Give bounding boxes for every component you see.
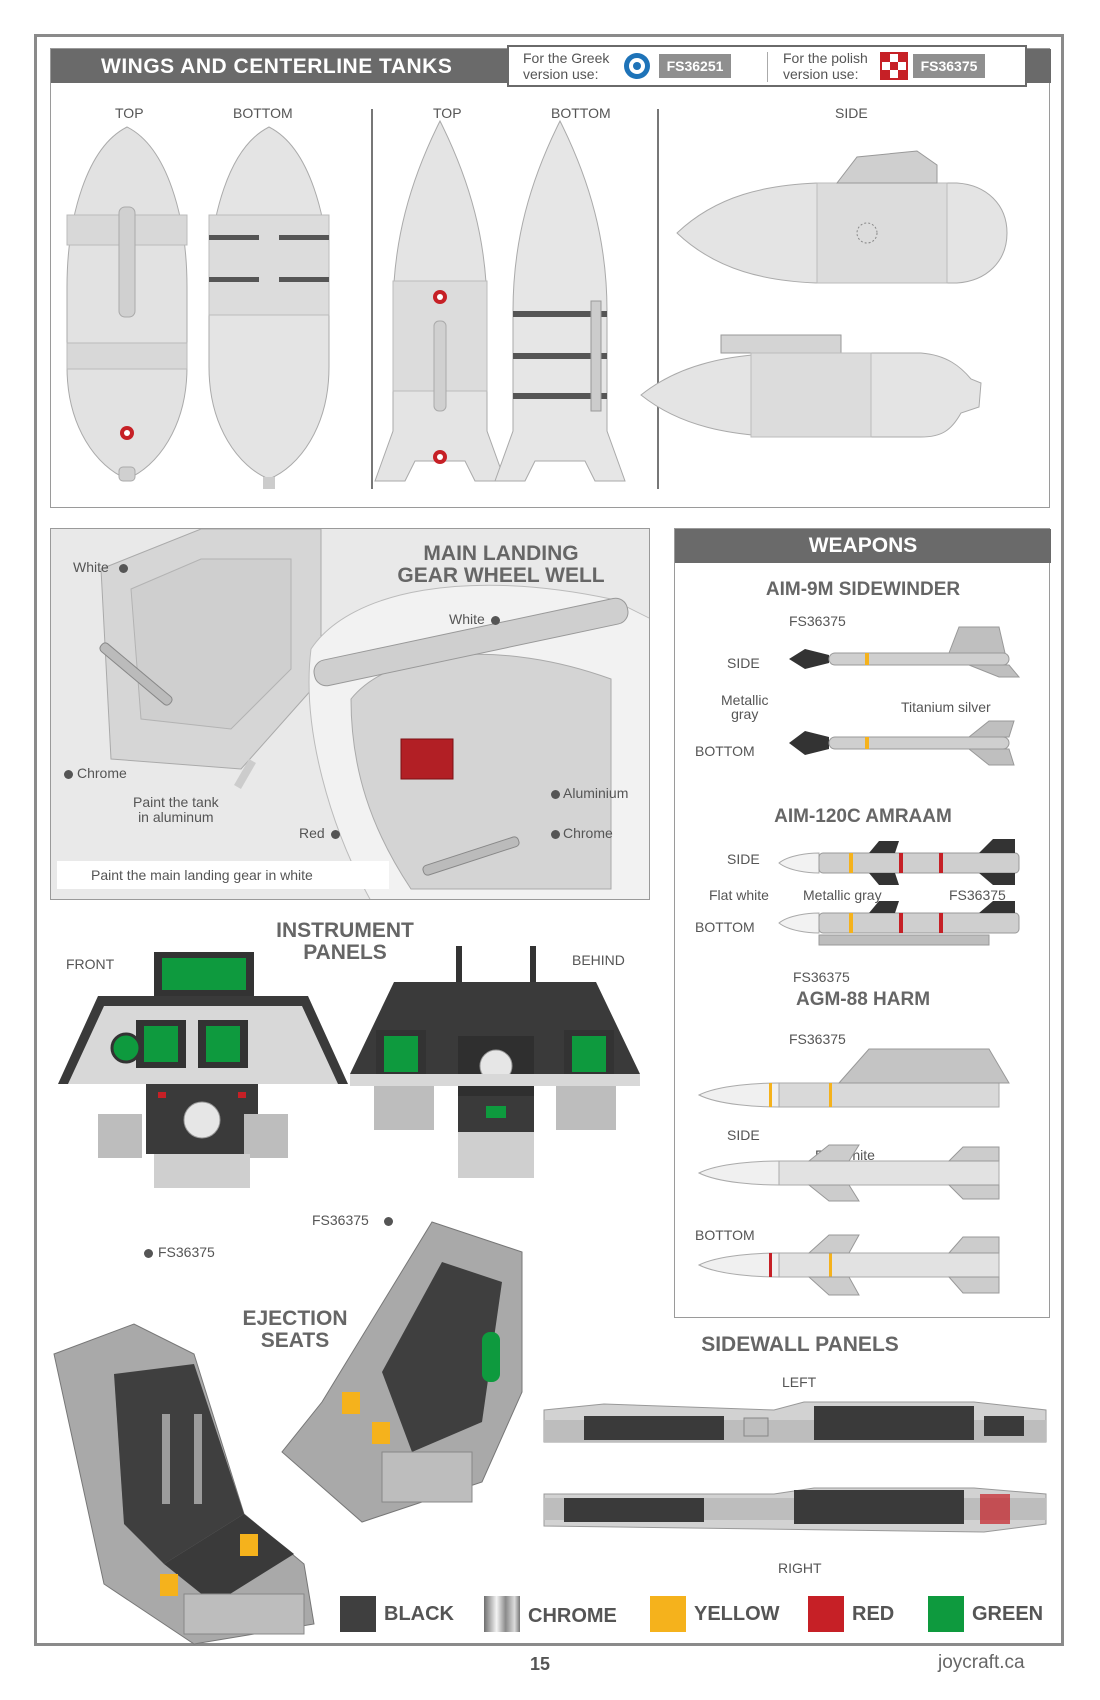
sidewall-right-label: RIGHT xyxy=(778,1560,822,1576)
view-label-bottom-2: BOTTOM xyxy=(551,105,611,121)
instrument-fs-left: FS36375 xyxy=(158,1244,215,1260)
callout-chrome-1: Chrome xyxy=(77,765,127,781)
centerline-tank-top xyxy=(374,119,506,482)
wing-tank-bottom xyxy=(208,126,330,489)
amraam-side-label: SIDE xyxy=(727,851,760,867)
sidewinder-side-view xyxy=(789,626,1021,678)
amraam-title: AIM-120C AMRAAM xyxy=(774,806,952,827)
centerline-tank-bottom xyxy=(494,119,626,482)
legend-swatch-chrome xyxy=(484,1596,520,1632)
weapons-panel: WEAPONS AIM-9M SIDEWINDER FS36375 SIDE M… xyxy=(674,528,1051,1318)
instrument-panel-front xyxy=(58,952,348,1188)
weapons-title: WEAPONS xyxy=(675,529,1051,563)
sidewinder-title: AIM-9M SIDEWINDER xyxy=(765,579,961,600)
callout-white-1: White xyxy=(73,559,109,575)
ejection-seat-rear xyxy=(281,1221,523,1523)
instrument-behind-label: BEHIND xyxy=(572,952,625,968)
amraam-metallic: Metallic gray xyxy=(803,887,882,903)
sidewinder-titanium: Titanium silver xyxy=(901,699,991,715)
view-label-top-2: TOP xyxy=(433,105,462,121)
harm-side-body-view xyxy=(697,1144,1000,1202)
tanks-panel: WINGS AND CENTERLINE TANKS For the Greek… xyxy=(50,45,1051,508)
view-label-side: SIDE xyxy=(835,105,868,121)
amraam-bottom-label: BOTTOM xyxy=(695,919,755,935)
greek-roundel-icon xyxy=(624,53,650,79)
amraam-flat-white: Flat white xyxy=(709,887,769,903)
site-url: joycraft.ca xyxy=(938,1652,1025,1673)
legend-label-yellow: YELLOW xyxy=(694,1603,780,1625)
landing-gear-note: Paint the main landing gear in white xyxy=(57,861,389,889)
callout-white-2: White xyxy=(449,611,485,627)
greek-fs-chip: FS36251 xyxy=(659,54,731,78)
amraam-bottom-view xyxy=(778,901,1020,946)
view-label-top-1: TOP xyxy=(115,105,144,121)
amraam-fs-b: FS36375 xyxy=(793,969,850,985)
harm-bottom-label: BOTTOM xyxy=(695,1227,755,1243)
legend-swatch-yellow xyxy=(650,1596,686,1632)
callout-red: Red xyxy=(299,825,325,841)
amraam-side-view xyxy=(778,839,1020,885)
sidewall-left-label: LEFT xyxy=(782,1374,817,1390)
harm-side-label: SIDE xyxy=(727,1127,760,1143)
sidewinder-side-label: SIDE xyxy=(727,655,760,671)
view-label-bottom-1: BOTTOM xyxy=(233,105,293,121)
legend-label-chrome: CHROME xyxy=(528,1605,617,1627)
harm-fs: FS36375 xyxy=(789,1031,846,1047)
wing-tank-top xyxy=(66,126,188,482)
ejection-seat-front xyxy=(53,1323,315,1645)
wheel-well-illustration xyxy=(51,529,649,899)
page-number: 15 xyxy=(530,1654,551,1674)
instrument-panel-behind xyxy=(350,946,640,1178)
legend-swatch-black xyxy=(340,1596,376,1632)
legend-swatch-green xyxy=(928,1596,964,1632)
legend-label-red: RED xyxy=(852,1603,895,1625)
wing-tank-side xyxy=(640,334,982,438)
harm-title: AGM-88 HARM xyxy=(795,989,931,1010)
sidewall-right-panel xyxy=(543,1487,1047,1533)
tanks-title: WINGS AND CENTERLINE TANKS xyxy=(101,55,453,78)
sidewall-title: SIDEWALL PANELS xyxy=(701,1333,899,1356)
instrument-front-label: FRONT xyxy=(66,956,115,972)
polish-fs-chip: FS36375 xyxy=(913,54,985,78)
legend-label-black: BLACK xyxy=(384,1603,454,1625)
sidewinder-fs: FS36375 xyxy=(789,613,846,629)
polish-checker-icon xyxy=(880,52,908,80)
callout-chrome-2: Chrome xyxy=(563,825,613,841)
sidewall-left-panel xyxy=(543,1401,1047,1443)
sidewinder-bottom-view xyxy=(789,720,1015,766)
centerline-tank-side xyxy=(676,150,1008,284)
legend-label-green: GREEN xyxy=(972,1603,1044,1625)
legend-swatch-red xyxy=(808,1596,844,1632)
amraam-fs-a: FS36375 xyxy=(949,887,1006,903)
harm-bottom-view xyxy=(697,1234,1000,1296)
callout-aluminium: Aluminium xyxy=(563,785,629,801)
instrument-fs-right: FS36375 xyxy=(312,1212,369,1228)
harm-side-view xyxy=(697,1048,1010,1108)
sidewinder-bottom-label: BOTTOM xyxy=(695,743,755,759)
tanks-header: WINGS AND CENTERLINE TANKS For the Greek… xyxy=(51,45,1051,87)
